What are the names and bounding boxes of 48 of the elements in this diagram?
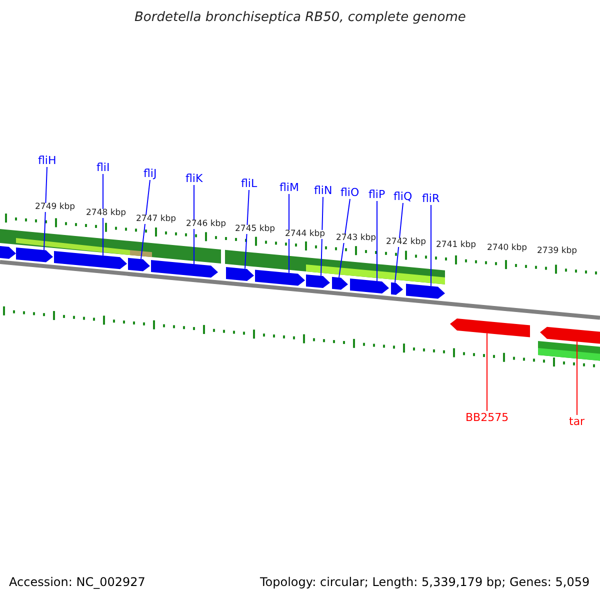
gene-label: fliM [280,182,299,193]
scale-label: 2743 kbp [336,234,376,242]
gene-label: fliJ [144,168,157,179]
gene-feature [128,258,150,272]
gene-label: fliN [314,185,332,196]
gene-label: fliP [368,189,386,200]
gene-label: fliH [38,155,56,166]
scale-label: 2749 kbp [35,203,76,212]
leader-line [288,194,290,274]
leader-line [140,180,150,260]
title: Bordetella bronchiseptica RB50, complete genome [134,11,466,24]
gene-feature [350,278,389,294]
scale-label: 2741 kbp [436,241,476,250]
gene-label: tar [569,416,585,427]
genome-stats-text: Topology: circular; Length: 5,339,179 bp; Genes: 5,059 [260,576,590,588]
gene-label: fliK [186,173,203,184]
leader-line [44,166,48,251]
gene-feature [226,267,254,281]
leader-line [394,202,404,284]
scale-label: 2744 kbp [285,230,326,238]
leader-line [486,332,488,412]
leader-line [102,174,104,256]
leader-line [244,190,250,270]
accession-text: Accession: NC_002927 [9,576,146,588]
gene-label: fliR [422,193,440,204]
scale-label: 2740 kbp [487,244,528,252]
gene-label: BB2575 [466,412,509,423]
scale-label: 2746 kbp [186,220,226,228]
gene-label: fliQ [394,191,412,202]
leader-line [338,198,350,278]
gene-feature [391,282,403,295]
scale-label: 2748 kbp [86,209,126,218]
gene-feature [306,274,330,288]
leader-line [430,204,432,287]
gene-label: fliO [340,187,360,198]
gene-feature [0,246,16,259]
gene-feature [332,276,348,290]
gene-label: fliI [96,162,110,173]
scale-label: 2739 kbp [537,247,578,256]
scale-label: 2742 kbp [386,238,426,246]
scale-label: 2747 kbp [136,215,176,224]
scale-label: 2745 kbp [235,225,276,234]
leader-line [320,196,324,276]
gene-feature [540,326,600,344]
leader-line [576,341,578,416]
gene-feature [450,318,530,338]
gene-label: fliL [241,178,258,189]
leader-line [376,200,378,282]
